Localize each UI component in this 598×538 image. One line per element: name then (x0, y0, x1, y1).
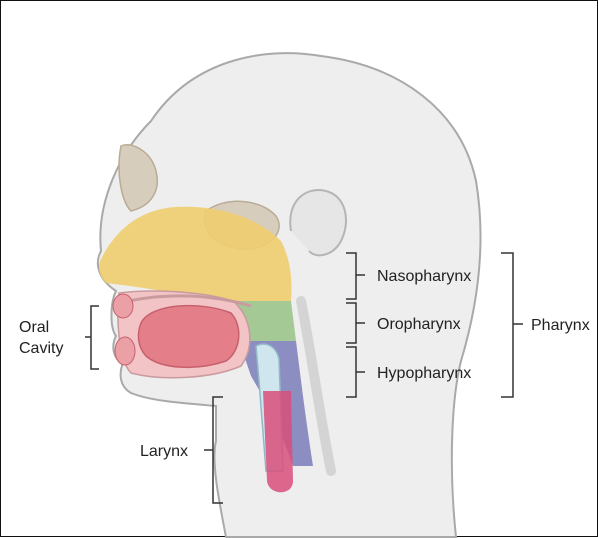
oropharynx-label: Oropharynx (377, 316, 461, 333)
larynx-label: Larynx (140, 443, 188, 460)
upper-lip (113, 294, 133, 318)
oral-label-line1: Oral (19, 319, 49, 336)
trachea (263, 391, 293, 492)
lower-lip (115, 337, 135, 365)
oral-cavity-bracket (85, 306, 99, 369)
tongue (138, 306, 238, 368)
oral-label-line2: Cavity (19, 340, 63, 357)
hypopharynx-label: Hypopharynx (377, 365, 471, 382)
pharynx-label: Pharynx (531, 317, 590, 334)
nasopharynx-label: Nasopharynx (377, 268, 471, 285)
pharynx-bracket (501, 253, 523, 397)
